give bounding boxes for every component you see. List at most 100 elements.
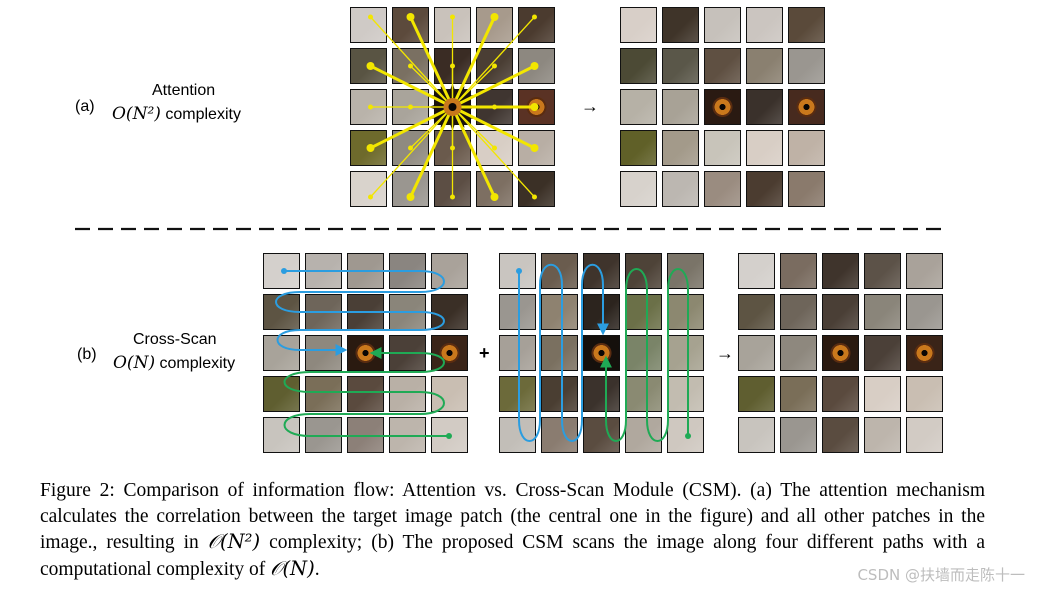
attention-line: [410, 65, 453, 108]
attention-source-dot: [492, 63, 497, 69]
attention-line: [451, 64, 536, 109]
image-patch: [906, 335, 943, 371]
image-patch: [704, 48, 741, 84]
attention-line: [409, 106, 454, 198]
image-patch: [583, 417, 620, 453]
image-patch: [583, 335, 620, 371]
attention-line: [451, 16, 496, 108]
attention-line: [452, 106, 535, 198]
image-patch: [305, 335, 342, 371]
image-patch: [746, 7, 783, 43]
panel-a-title: Attention: [152, 82, 216, 99]
attention-source-dot: [408, 145, 413, 151]
image-patch: [518, 7, 555, 43]
attention-line: [451, 105, 536, 150]
attention-source-dot: [450, 14, 455, 20]
image-patch: [822, 417, 859, 453]
panel-a-complexity-word: complexity: [165, 106, 241, 123]
image-patch: [662, 7, 699, 43]
image-patch: [864, 294, 901, 330]
image-patch: [625, 294, 662, 330]
image-patch: [822, 253, 859, 289]
image-patch: [620, 130, 657, 166]
image-patch: [620, 7, 657, 43]
attention-source-dot: [530, 103, 539, 111]
image-patch: [431, 253, 468, 289]
image-patch: [541, 376, 578, 412]
attention-line: [370, 106, 453, 198]
attention-line: [452, 16, 535, 108]
image-patch: [499, 253, 536, 289]
image-patch: [780, 253, 817, 289]
watermark: CSDN @扶墙而走陈十一: [857, 566, 1025, 584]
image-patch: [620, 48, 657, 84]
image-patch: [518, 171, 555, 207]
panel-a-tag: (a): [75, 98, 95, 115]
image-patch: [746, 48, 783, 84]
image-patch: [822, 294, 859, 330]
image-patch: [350, 7, 387, 43]
image-patch: [625, 417, 662, 453]
image-patch: [662, 130, 699, 166]
image-patch: [347, 376, 384, 412]
image-patch: [583, 376, 620, 412]
attention-source-dot: [450, 194, 455, 200]
image-patch: [499, 417, 536, 453]
attention-source-dot: [408, 104, 413, 110]
panel-a-complexity: O(N²) complexity: [112, 104, 241, 124]
panel-b-arrow: →: [716, 343, 734, 363]
cross-scan-output-grid: [738, 253, 945, 453]
image-patch: [305, 376, 342, 412]
attention-source-dot: [368, 194, 373, 200]
attention-source-dot: [366, 144, 375, 152]
image-patch: [263, 417, 300, 453]
image-patch: [864, 253, 901, 289]
image-patch: [704, 89, 741, 125]
image-patch: [906, 294, 943, 330]
image-patch: [662, 48, 699, 84]
image-patch: [822, 376, 859, 412]
image-patch: [499, 376, 536, 412]
image-patch: [746, 171, 783, 207]
image-patch: [704, 171, 741, 207]
image-patch: [625, 376, 662, 412]
image-patch: [780, 376, 817, 412]
image-patch: [780, 335, 817, 371]
attention-line: [409, 16, 454, 108]
caption-part-2: complexity; (b) The proposed CSM scans t…: [40, 532, 985, 580]
image-patch: [499, 294, 536, 330]
panel-b-title: Cross-Scan: [133, 331, 217, 348]
image-patch: [746, 130, 783, 166]
image-patch: [738, 335, 775, 371]
attention-line: [452, 65, 495, 108]
attention-source-dot: [530, 62, 539, 70]
figure-caption: Figure 2: Comparison of information flow…: [40, 478, 985, 582]
image-patch: [431, 294, 468, 330]
image-patch: [263, 376, 300, 412]
attention-source-dot: [408, 63, 413, 69]
image-patch: [620, 171, 657, 207]
image-patch: [431, 376, 468, 412]
image-patch: [499, 335, 536, 371]
image-patch: [738, 417, 775, 453]
image-patch: [906, 417, 943, 453]
image-patch: [738, 253, 775, 289]
caption-math-1: 𝒪(N²): [207, 530, 261, 553]
image-patch: [662, 89, 699, 125]
image-patch: [788, 7, 825, 43]
image-patch: [389, 376, 426, 412]
panel-b-complexity: O(N) complexity: [113, 353, 235, 373]
caption-part-1: Figure 2: Comparison of information flow…: [40, 480, 985, 553]
image-patch: [263, 294, 300, 330]
image-patch: [864, 376, 901, 412]
attention-source-dot: [368, 14, 373, 20]
image-patch: [541, 417, 578, 453]
image-patch: [263, 335, 300, 371]
image-patch: [788, 48, 825, 84]
image-patch: [583, 294, 620, 330]
image-patch: [780, 294, 817, 330]
